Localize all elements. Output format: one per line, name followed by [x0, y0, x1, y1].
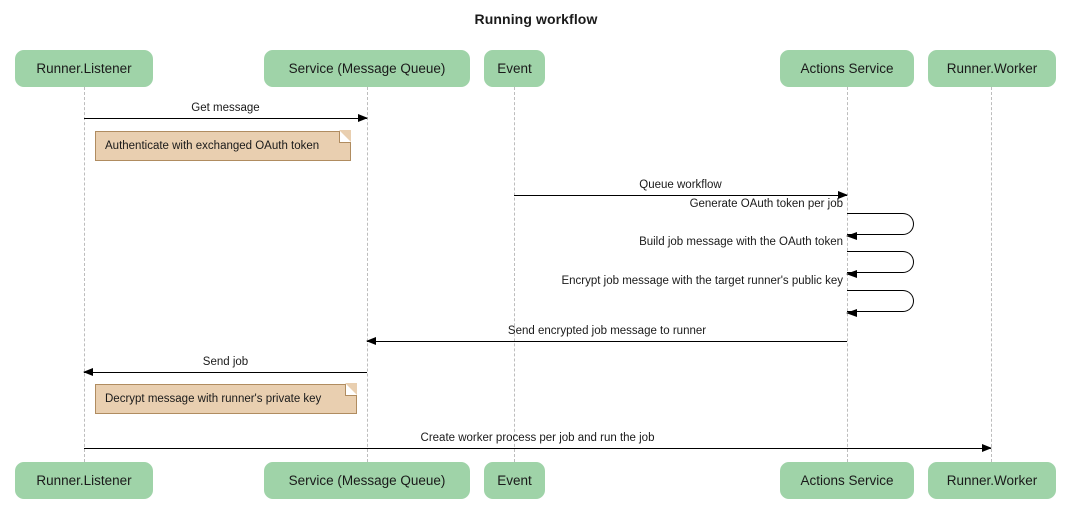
self-loop-path — [847, 290, 914, 312]
participant-event-bottom[interactable]: Event — [484, 462, 545, 499]
arrowhead-left-icon — [846, 269, 857, 278]
note-fold-corner-icon — [345, 383, 357, 396]
lifeline-service-queue — [367, 87, 368, 462]
message-label: Queue workflow — [639, 179, 722, 191]
arrowhead-left-icon — [846, 308, 857, 317]
self-loop-path — [847, 251, 914, 273]
participant-event-top[interactable]: Event — [484, 50, 545, 87]
message-line — [514, 195, 847, 196]
message-label: Build job message with the OAuth token — [639, 236, 843, 248]
participant-runner-listener-bottom[interactable]: Runner.Listener — [15, 462, 153, 499]
participant-label: Actions Service — [800, 473, 894, 488]
lifeline-event — [514, 87, 515, 462]
self-message-generate-token: Generate OAuth token per job — [690, 198, 914, 240]
message-label: Create worker process per job and run th… — [420, 432, 655, 444]
note-label: Decrypt message with runner's private ke… — [105, 393, 322, 405]
participant-label: Service (Message Queue) — [288, 61, 446, 76]
message-label: Send encrypted job message to runner — [507, 325, 707, 337]
self-message-encrypt-job-msg: Encrypt job message with the target runn… — [561, 275, 914, 317]
note-decrypt: Decrypt message with runner's private ke… — [95, 383, 357, 414]
arrowhead-left-icon — [366, 336, 376, 345]
note-fold-corner-icon — [339, 130, 351, 143]
message-label: Get message — [191, 102, 260, 114]
participant-runner-worker-bottom[interactable]: Runner.Worker — [928, 462, 1056, 499]
lifeline-runner-listener — [84, 87, 85, 462]
message-line — [84, 372, 367, 373]
participant-label: Service (Message Queue) — [288, 473, 446, 488]
arrowhead-right-icon — [838, 190, 848, 199]
participant-label: Runner.Listener — [36, 473, 132, 488]
note-authenticate: Authenticate with exchanged OAuth token — [95, 130, 351, 161]
participant-label: Runner.Listener — [36, 61, 132, 76]
participant-runner-worker-top[interactable]: Runner.Worker — [928, 50, 1056, 87]
self-message-build-job-msg: Build job message with the OAuth token — [639, 236, 914, 278]
lifeline-runner-worker — [991, 87, 992, 462]
participant-service-queue-top[interactable]: Service (Message Queue) — [264, 50, 470, 87]
note-label: Authenticate with exchanged OAuth token — [105, 140, 320, 152]
arrowhead-left-icon — [83, 367, 93, 376]
participant-label: Event — [497, 473, 532, 488]
self-loop-path — [847, 213, 914, 235]
participant-label: Actions Service — [800, 61, 894, 76]
message-label: Encrypt job message with the target runn… — [561, 275, 843, 287]
arrowhead-left-icon — [846, 231, 857, 240]
arrowhead-right-icon — [982, 443, 992, 452]
message-line — [84, 118, 367, 119]
message-label: Send job — [202, 356, 249, 368]
page-title: Running workflow — [474, 11, 598, 27]
arrowhead-right-icon — [358, 113, 368, 122]
participant-label: Runner.Worker — [946, 473, 1038, 488]
participant-runner-listener-top[interactable]: Runner.Listener — [15, 50, 153, 87]
message-label: Generate OAuth token per job — [689, 198, 843, 210]
participant-label: Event — [497, 61, 532, 76]
participant-service-queue-bottom[interactable]: Service (Message Queue) — [264, 462, 470, 499]
message-line — [84, 448, 991, 449]
participant-label: Runner.Worker — [946, 61, 1038, 76]
participant-actions-service-top[interactable]: Actions Service — [780, 50, 914, 87]
message-line — [367, 341, 847, 342]
participant-actions-service-bottom[interactable]: Actions Service — [780, 462, 914, 499]
